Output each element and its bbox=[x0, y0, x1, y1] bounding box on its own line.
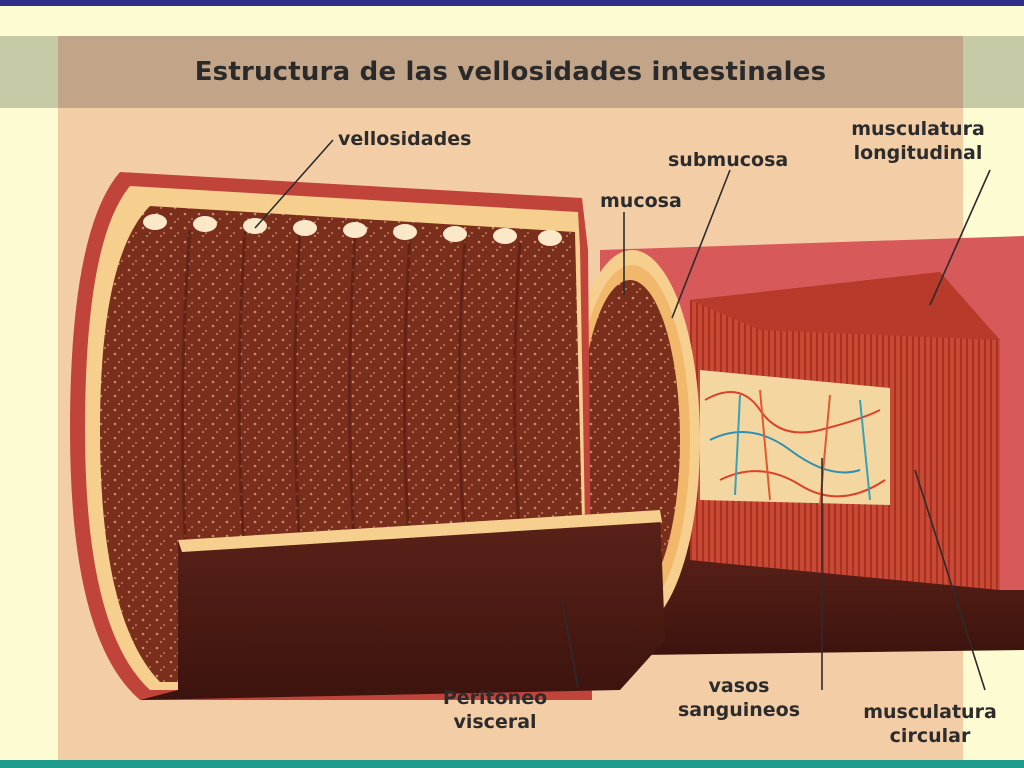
label-vasos-line1: vasos bbox=[708, 675, 770, 697]
label-vellosidades: vellosidades bbox=[338, 128, 472, 150]
label-peritoneo-line2: visceral bbox=[453, 711, 537, 733]
tube-right bbox=[564, 236, 1024, 655]
leader-vellosidades bbox=[254, 139, 334, 229]
label-leader-lines bbox=[254, 139, 991, 691]
bottom-border bbox=[0, 760, 1024, 768]
leader-submucosa bbox=[671, 169, 731, 319]
label-submucosa: submucosa bbox=[668, 149, 789, 171]
leader-musc-long bbox=[929, 169, 991, 306]
title-band-right bbox=[962, 36, 1024, 108]
label-musc-long-line1: musculatura bbox=[851, 118, 985, 140]
top-border bbox=[0, 0, 1024, 6]
title-bar bbox=[58, 36, 963, 108]
label-vasos-line2: sanguineos bbox=[677, 699, 801, 721]
tube-left bbox=[70, 172, 665, 700]
label-peritoneo-visceral: Peritoneo visceral bbox=[420, 686, 570, 734]
label-musc-circ-line2: circular bbox=[889, 725, 971, 747]
visceral-peritoneum bbox=[140, 510, 665, 700]
title-band-left bbox=[0, 36, 60, 108]
leader-musc-circ bbox=[914, 469, 986, 691]
label-peritoneo-line1: Peritoneo bbox=[442, 687, 548, 709]
leader-peritoneo bbox=[561, 599, 579, 689]
label-musculatura-circular: musculatura circular bbox=[846, 700, 1014, 748]
villi-tips bbox=[143, 214, 562, 246]
label-musc-long-line2: longitudinal bbox=[853, 142, 983, 164]
label-mucosa: mucosa bbox=[600, 190, 682, 212]
right-peritoneum bbox=[640, 540, 1024, 655]
label-vasos-sanguineos: vasos sanguineos bbox=[664, 674, 814, 722]
label-musculatura-longitudinal: musculatura longitudinal bbox=[830, 117, 1006, 165]
blood-vessels bbox=[704, 389, 886, 506]
figure-title: Estructura de las vellosidades intestina… bbox=[194, 57, 827, 87]
blood-vessel-window bbox=[700, 370, 890, 505]
label-musc-circ-line1: musculatura bbox=[863, 701, 997, 723]
